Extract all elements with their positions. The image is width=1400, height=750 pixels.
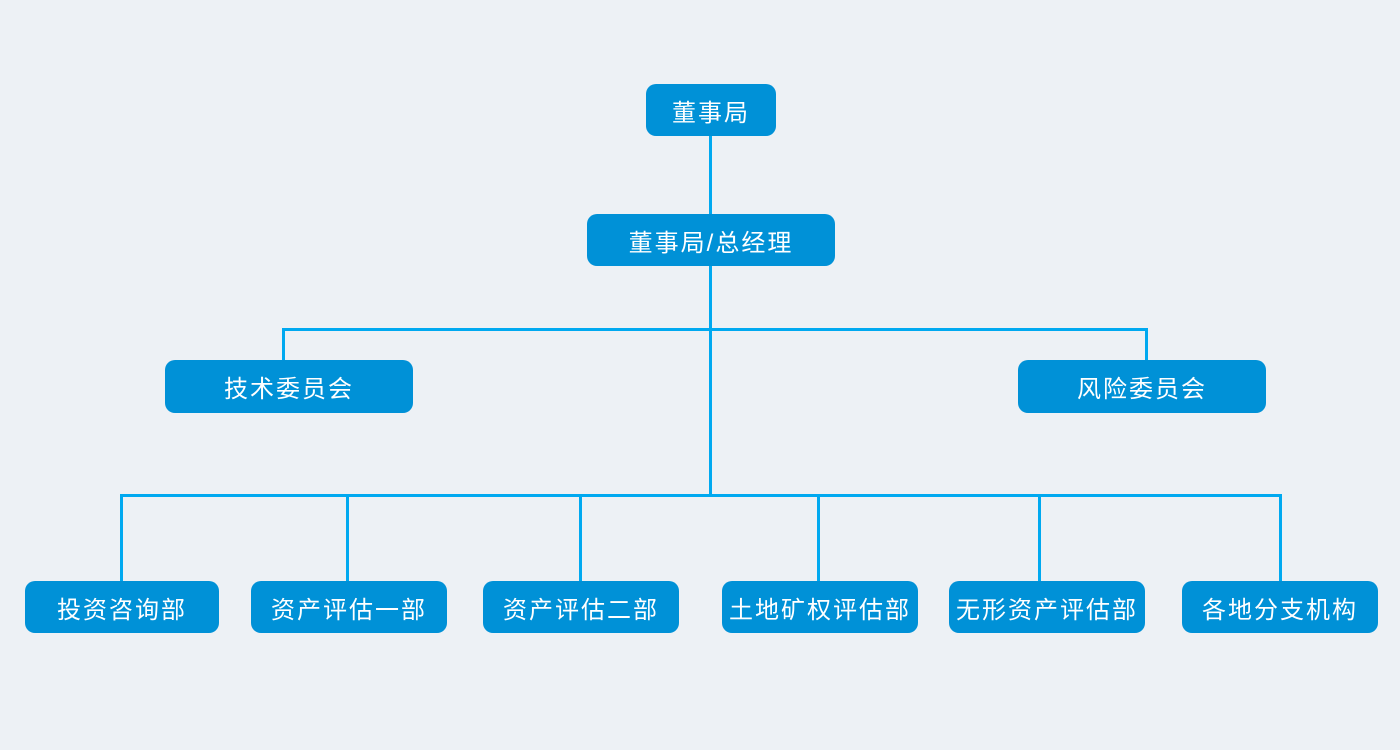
connector-board-to-gm xyxy=(709,136,712,214)
node-board-general-manager-label: 董事局/总经理 xyxy=(628,229,794,257)
connector-drop-asset-appraisal-dept-1 xyxy=(346,494,349,581)
node-intangible-asset-appraisal-dept-label: 无形资产评估部 xyxy=(956,596,1138,624)
node-asset-appraisal-dept-1: 资产评估一部 xyxy=(251,581,447,633)
connector-drop-branch-offices xyxy=(1279,494,1282,581)
node-board-label: 董事局 xyxy=(672,99,750,127)
connector-trunk-vertical xyxy=(709,266,712,496)
node-tech-committee: 技术委员会 xyxy=(165,360,413,413)
node-asset-appraisal-dept-2-label: 资产评估二部 xyxy=(503,596,659,624)
connector-drop-risk-committee xyxy=(1145,328,1148,360)
node-risk-committee-label: 风险委员会 xyxy=(1077,376,1207,403)
connector-departments-horizontal xyxy=(120,494,1281,497)
node-risk-committee: 风险委员会 xyxy=(1018,360,1266,413)
connector-committees-horizontal xyxy=(282,328,1148,331)
node-asset-appraisal-dept-2: 资产评估二部 xyxy=(483,581,679,633)
node-intangible-asset-appraisal-dept: 无形资产评估部 xyxy=(949,581,1145,633)
node-branch-offices: 各地分支机构 xyxy=(1182,581,1378,633)
node-branch-offices-label: 各地分支机构 xyxy=(1202,596,1358,624)
connector-drop-asset-appraisal-dept-2 xyxy=(579,494,582,581)
node-board: 董事局 xyxy=(646,84,776,136)
node-tech-committee-label: 技术委员会 xyxy=(224,376,354,403)
node-investment-consulting-dept: 投资咨询部 xyxy=(25,581,219,633)
node-land-mining-rights-appraisal-dept: 土地矿权评估部 xyxy=(722,581,918,633)
node-land-mining-rights-appraisal-dept-label: 土地矿权评估部 xyxy=(729,596,911,624)
connector-drop-investment-consulting-dept xyxy=(120,494,123,581)
node-board-general-manager: 董事局/总经理 xyxy=(587,214,835,266)
connector-drop-land-mining-rights-appraisal-dept xyxy=(817,494,820,581)
node-asset-appraisal-dept-1-label: 资产评估一部 xyxy=(271,596,427,624)
node-investment-consulting-dept-label: 投资咨询部 xyxy=(57,596,187,624)
connector-drop-tech-committee xyxy=(282,328,285,360)
connector-drop-intangible-asset-appraisal-dept xyxy=(1038,494,1041,581)
